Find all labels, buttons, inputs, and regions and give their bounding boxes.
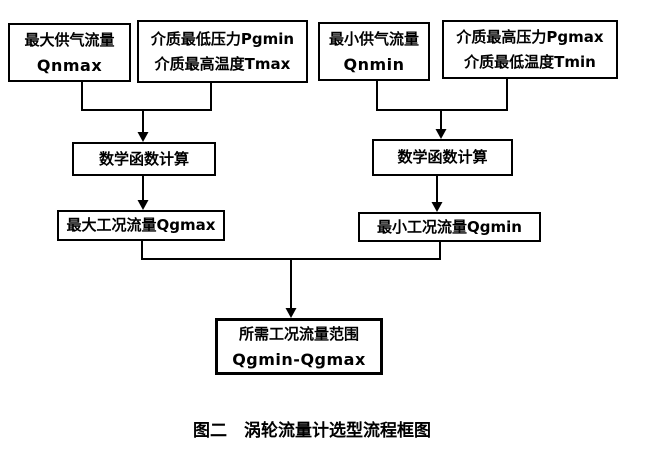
arrowhead-icon (431, 202, 443, 212)
node-label: 所需工况流量范围 (238, 324, 359, 343)
node-pgmin-tmax: 介质最低压力Pgmin 介质最高温度Tmax (137, 20, 308, 83)
arrowhead-icon (285, 308, 297, 318)
node-calc-left: 数学函数计算 (72, 142, 216, 176)
node-qgmax: 最大工况流量Qgmax (57, 210, 225, 241)
edge-group-left-merge (81, 82, 212, 132)
node-qnmin: 最小供气流量 Qnmin (318, 22, 430, 81)
figure-caption: 图二 涡轮流量计选型流程框图 (193, 421, 431, 441)
node-label: 介质最高温度Tmax (154, 54, 291, 73)
node-label: 最大工况流量Qgmax (66, 216, 216, 234)
node-label: 最小工况流量Qgmin (377, 217, 522, 236)
node-label: Qnmin (343, 54, 405, 74)
node-label: 介质最高压力Pgmax (456, 27, 604, 46)
edge-group-right-merge (376, 79, 508, 129)
node-pgmax-tmin: 介质最高压力Pgmax 介质最低温度Tmin (442, 20, 618, 79)
node-calc-right: 数学函数计算 (372, 139, 513, 176)
node-label: 介质最低温度Tmin (464, 52, 596, 71)
node-label: Qnmax (36, 55, 103, 75)
node-label: Qgmin-Qgmax (232, 349, 366, 369)
node-range: 所需工况流量范围 Qgmin-Qgmax (215, 318, 383, 375)
node-qgmin: 最小工况流量Qgmin (358, 212, 541, 242)
node-label: 介质最低压力Pgmin (150, 29, 295, 48)
node-label: 最小供气流量 (328, 29, 419, 48)
edge-group-bottom-merge (141, 241, 441, 308)
arrowhead-icon (137, 132, 149, 142)
node-label: 数学函数计算 (98, 149, 189, 168)
arrowhead-icon (137, 200, 149, 210)
node-label: 最大供气流量 (24, 30, 115, 49)
arrowhead-icon (435, 129, 447, 139)
node-qnmax: 最大供气流量 Qnmax (8, 23, 131, 82)
node-label: 数学函数计算 (397, 148, 488, 166)
